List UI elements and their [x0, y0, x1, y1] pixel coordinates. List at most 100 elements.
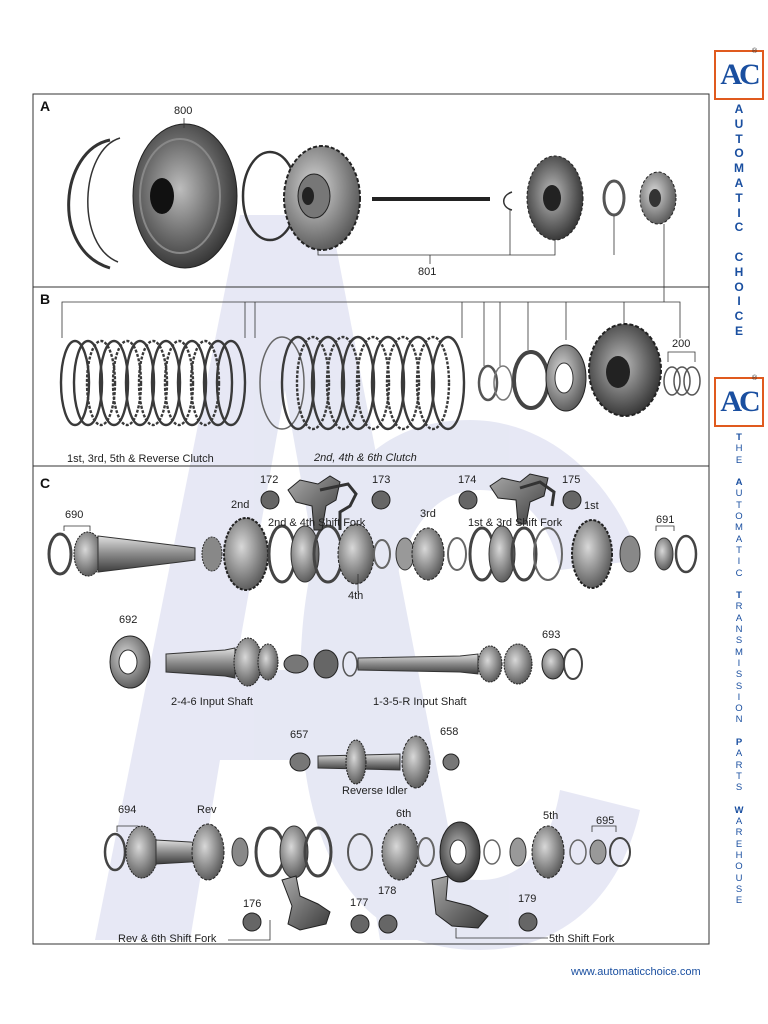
brand-letter: A [735, 612, 743, 624]
label-gear-3rd: 3rd [420, 508, 436, 520]
label-clutch-246: 2nd, 4th & 6th Clutch [314, 452, 417, 464]
callout-174: 174 [458, 474, 477, 486]
brand-logo-text: AC [720, 58, 760, 91]
label-fork-rev6: Rev & 6th Shift Fork [118, 933, 217, 945]
brand-letter: U [735, 872, 743, 884]
label-shaft-135r: 1-3-5-R Input Shaft [373, 696, 467, 708]
brand-letter: S [735, 635, 743, 647]
brand-letter: H [735, 443, 743, 455]
registered-mark: ® [752, 48, 758, 55]
brand-letter: O [735, 703, 743, 715]
brand-letter: C [734, 220, 744, 235]
brand-letter: R [735, 759, 743, 771]
label-fork-13: 1st & 3rd Shift Fork [468, 517, 563, 529]
brand-letter: A [735, 816, 743, 828]
brand-letter: T [735, 131, 743, 146]
brand-letter: C [735, 567, 743, 579]
brand-letter: C [734, 249, 744, 264]
brand-letter: I [737, 294, 741, 309]
brand-letter: A [734, 175, 744, 190]
label-gear-5th: 5th [543, 810, 559, 822]
label-shaft-246: 2-4-6 Input Shaft [171, 696, 253, 708]
brand-logo-text-2: AC [720, 385, 760, 418]
label-fork-24: 2nd & 4th Shift Fork [268, 517, 366, 529]
brand-letter [728, 235, 750, 250]
brand-letter: T [735, 190, 743, 205]
brand-letter: M [735, 522, 743, 534]
brand-letter: A [735, 748, 743, 760]
callout-694: 694 [118, 804, 137, 816]
brand-letter [728, 579, 750, 590]
brand-letter: O [735, 861, 743, 873]
brand-letter: S [735, 680, 743, 692]
brand-letter: E [735, 895, 743, 907]
brand-letter: H [734, 264, 744, 279]
callout-693: 693 [542, 629, 561, 641]
label-fork-5th: 5th Shift Fork [549, 933, 615, 945]
brand-letter: W [734, 804, 744, 816]
brand-letter [728, 726, 750, 737]
callout-178: 178 [378, 885, 397, 897]
callout-690: 690 [65, 509, 84, 521]
callout-692: 692 [119, 614, 138, 626]
label-gear-6th: 6th [396, 808, 412, 820]
brand-letter: I [737, 691, 741, 703]
brand-letter: N [735, 624, 743, 636]
brand-logo-top: AC [714, 50, 764, 100]
callout-691: 691 [656, 514, 675, 526]
diagram-frame [32, 93, 710, 945]
brand-letter: S [735, 883, 743, 895]
callout-695: 695 [596, 815, 615, 827]
callout-173: 173 [372, 474, 391, 486]
brand-letter: O [734, 279, 744, 294]
brand-letter: C [734, 309, 744, 324]
brand-letter: O [735, 511, 743, 523]
label-gear-1st: 1st [584, 500, 599, 512]
section-label-a: A [40, 98, 51, 114]
label-gear-rev: Rev [197, 804, 217, 816]
brand-letter: T [736, 544, 742, 556]
brand-letter: E [735, 838, 743, 850]
callout-200: 200 [672, 338, 691, 350]
brand-letter: S [735, 669, 743, 681]
callout-176: 176 [243, 898, 262, 910]
callout-800: 800 [174, 105, 193, 117]
brand-letter: A [735, 477, 743, 489]
brand-letter: T [736, 499, 742, 511]
brand-letter: R [735, 601, 743, 613]
brand-letter: N [735, 714, 743, 726]
brand-letter [728, 466, 750, 477]
registered-mark-2: ® [752, 375, 758, 382]
brand-letter: I [737, 556, 741, 568]
brand-letter: I [737, 657, 741, 669]
brand-letter: P [735, 737, 743, 749]
callout-172: 172 [260, 474, 279, 486]
callout-179: 179 [518, 893, 537, 905]
brand-letter: E [735, 454, 743, 466]
brand-letter: U [734, 116, 744, 131]
callout-658: 658 [440, 726, 459, 738]
label-gear-2nd: 2nd [231, 499, 250, 511]
brand-letter: I [737, 205, 741, 220]
brand-letter: H [735, 849, 743, 861]
brand-letter: R [735, 827, 743, 839]
callout-177: 177 [350, 897, 369, 909]
callout-657: 657 [290, 729, 309, 741]
brand-letter: M [734, 161, 744, 176]
brand-letter: E [734, 323, 743, 338]
label-reverse-idler: Reverse Idler [342, 785, 408, 797]
brand-logo-bottom: AC [714, 377, 764, 427]
brand-letter: M [735, 646, 743, 658]
website-url: www.automaticchoice.com [571, 966, 701, 978]
brand-letter: T [736, 770, 742, 782]
callout-801: 801 [418, 266, 437, 278]
section-label-c: C [40, 475, 51, 491]
brand-letter: A [734, 102, 744, 116]
brand-letter: O [734, 146, 744, 161]
label-clutch-135r: 1st, 3rd, 5th & Reverse Clutch [67, 453, 214, 465]
brand-letter: T [736, 590, 742, 602]
brand-letter [728, 794, 750, 805]
